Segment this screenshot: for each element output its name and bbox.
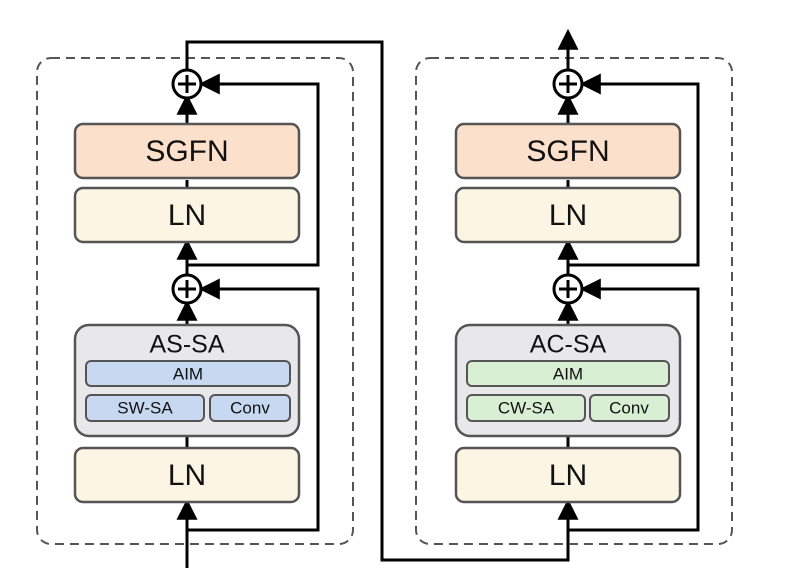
- left-block: SGFN LN AS-SA AIM SW-SA Conv LN: [36, 57, 354, 568]
- right-top-module-label: SGFN: [526, 135, 609, 168]
- right-aim-label: AIM: [553, 364, 583, 383]
- inter-block-connector: [185, 40, 579, 562]
- right-branch-a-label: CW-SA: [498, 398, 555, 417]
- left-block-dashed-border: [36, 57, 354, 545]
- right-aim-box: [466, 360, 670, 387]
- right-block-dashed-border: [415, 57, 733, 545]
- left-top-norm-box: [73, 186, 301, 244]
- left-bottom-norm-box: [73, 446, 301, 504]
- left-top-module-label: SGFN: [145, 135, 228, 168]
- left-aim-box: [85, 360, 291, 387]
- left-top-norm-label: LN: [168, 199, 206, 232]
- left-add-node-lower: [171, 273, 203, 305]
- left-add-node-upper: [171, 68, 203, 100]
- right-residual-1: [568, 278, 700, 532]
- right-attention-title: AC-SA: [530, 331, 607, 359]
- right-residual-2: [568, 73, 700, 267]
- right-bottom-norm-label: LN: [549, 459, 587, 492]
- right-branch-a-box: [466, 394, 586, 422]
- right-top-module-box: [454, 122, 682, 180]
- right-block: SGFN LN AC-SA AIM CW-SA Conv LN: [415, 28, 733, 545]
- left-branch-b-box: [209, 394, 291, 422]
- left-bottom-norm-label: LN: [168, 459, 206, 492]
- right-branch-b-box: [589, 394, 670, 422]
- left-attention-title: AS-SA: [149, 331, 224, 359]
- right-top-norm-box: [454, 186, 682, 244]
- left-top-module-box: [73, 122, 301, 180]
- right-branch-b-label: Conv: [609, 398, 649, 417]
- right-top-norm-label: LN: [549, 199, 587, 232]
- left-aim-label: AIM: [173, 364, 203, 383]
- left-residual-2: [187, 73, 320, 267]
- left-residual-1: [187, 278, 320, 532]
- left-branch-a-label: SW-SA: [117, 398, 173, 417]
- right-add-node-upper: [552, 68, 584, 100]
- right-bottom-norm-box: [454, 446, 682, 504]
- left-branch-b-label: Conv: [230, 398, 270, 417]
- right-add-node-lower: [552, 273, 584, 305]
- left-branch-a-box: [85, 394, 205, 422]
